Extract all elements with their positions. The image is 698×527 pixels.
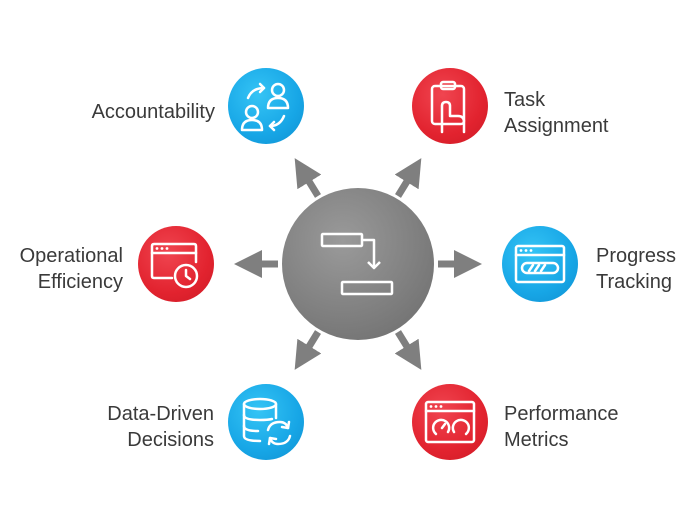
node-task-assignment	[412, 68, 488, 144]
label-line: Accountability	[91, 101, 215, 123]
label-accountability: Accountability	[60, 99, 215, 125]
people-exchange-icon	[240, 82, 290, 132]
browser-progress-icon	[514, 244, 566, 284]
arrow-to-data-driven-decisions	[294, 330, 322, 370]
arrow-to-performance-metrics	[394, 330, 422, 370]
browser-gauge-icon	[424, 400, 476, 444]
node-performance-metrics	[412, 384, 488, 460]
label-line: Performance	[504, 403, 619, 425]
node-operational-efficiency	[138, 226, 214, 302]
label-progress-tracking: Progress Tracking	[596, 243, 696, 295]
label-line: Assignment	[504, 115, 609, 137]
arrow-to-accountability	[294, 158, 322, 198]
node-progress-tracking	[502, 226, 578, 302]
label-data-driven-decisions: Data-Driven Decisions	[60, 401, 214, 453]
node-accountability	[228, 68, 304, 144]
clipboard-tap-icon	[430, 80, 466, 134]
browser-clock-icon	[150, 242, 199, 289]
label-line: Task	[504, 89, 546, 111]
label-line: Operational	[19, 245, 123, 267]
label-operational-efficiency: Operational Efficiency	[0, 243, 123, 295]
node-data-driven-decisions	[228, 384, 304, 460]
hub-circle	[282, 188, 434, 340]
label-line: Metrics	[504, 429, 569, 451]
label-line: Efficiency	[37, 271, 123, 293]
database-sync-icon	[242, 397, 292, 446]
flow-chart-icon	[320, 232, 394, 296]
label-line: Progress	[596, 245, 677, 267]
label-line: Data-Driven	[107, 403, 214, 425]
label-task-assignment: Task Assignment	[504, 87, 674, 139]
arrow-to-task-assignment	[394, 158, 422, 198]
label-line: Tracking	[596, 271, 672, 293]
label-line: Decisions	[127, 429, 214, 451]
label-performance-metrics: Performance Metrics	[504, 401, 674, 453]
